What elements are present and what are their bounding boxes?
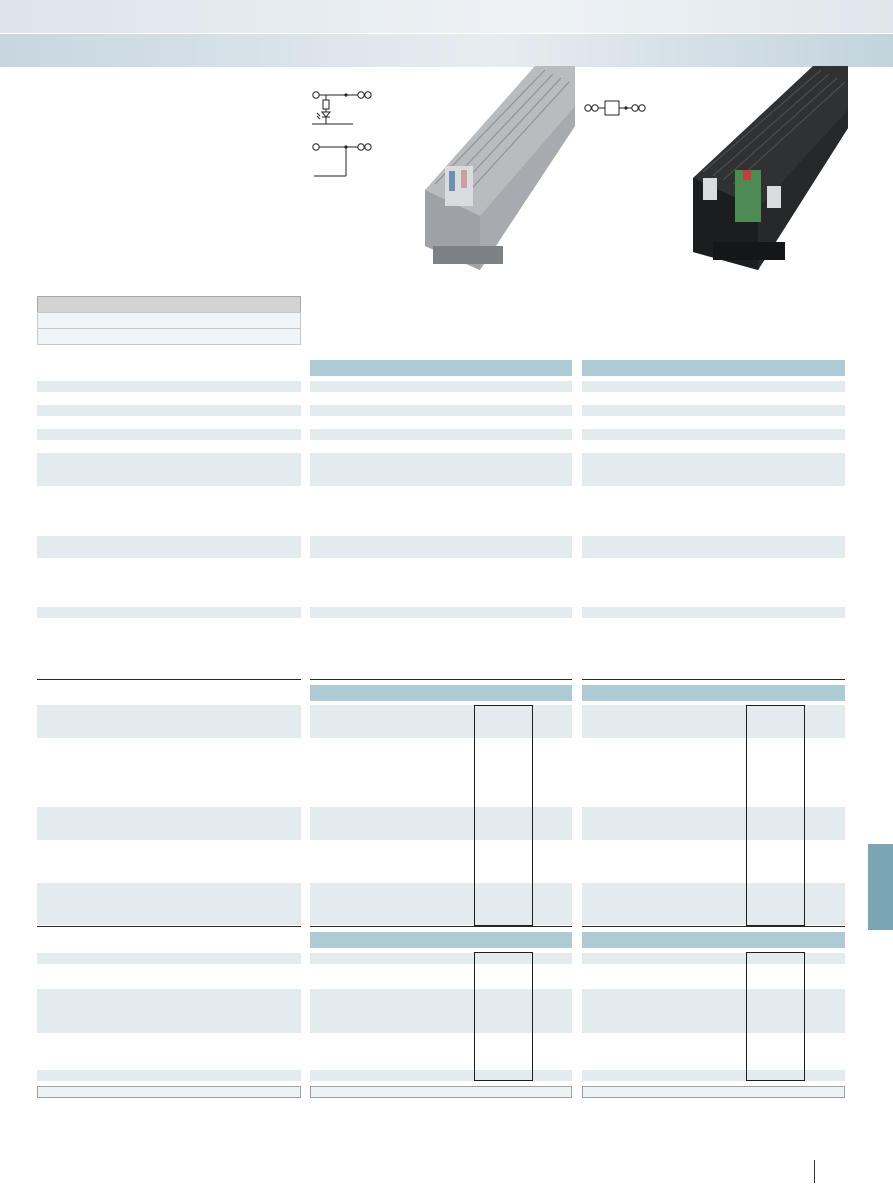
table-row — [310, 607, 572, 618]
table-row — [582, 1070, 845, 1081]
table-row — [310, 883, 572, 925]
table-row — [37, 607, 301, 618]
page-header-band — [0, 0, 893, 33]
section-divider — [582, 679, 845, 680]
table-row — [37, 453, 301, 486]
highlight-column-box — [746, 705, 805, 926]
table-row — [310, 989, 572, 1033]
table-footer — [310, 1086, 572, 1098]
highlight-column-box — [474, 705, 533, 926]
table-column-header — [310, 932, 572, 948]
table-row — [582, 453, 845, 486]
table-row — [582, 607, 845, 618]
section-divider — [37, 926, 301, 927]
circuit-diagram-icon — [306, 86, 384, 181]
table-row — [582, 953, 845, 964]
table-row — [37, 953, 301, 964]
highlight-column-box — [474, 952, 533, 1081]
table-row — [310, 536, 572, 558]
table-row — [37, 429, 301, 440]
selection-box-row — [37, 328, 301, 345]
table-row — [310, 705, 572, 738]
table-row — [37, 705, 301, 738]
table-row — [37, 989, 301, 1033]
table-row — [37, 405, 301, 416]
table-column-header — [582, 932, 845, 948]
table-row — [310, 1070, 572, 1081]
table-column-header — [310, 685, 572, 701]
table-row — [310, 381, 572, 392]
table-row — [582, 989, 845, 1033]
table-footer — [582, 1086, 845, 1098]
table-row — [310, 953, 572, 964]
selection-box-row — [37, 312, 301, 329]
table-footer — [37, 1086, 301, 1098]
section-divider — [310, 679, 572, 680]
table-column-header — [582, 360, 845, 376]
table-row — [37, 1070, 301, 1081]
table-row — [582, 705, 845, 738]
table-row — [582, 381, 845, 392]
table-row — [582, 883, 845, 925]
highlight-column-box — [746, 952, 805, 1081]
table-row — [37, 883, 301, 925]
table-row — [310, 807, 572, 840]
section-tab[interactable] — [868, 844, 893, 930]
table-row — [310, 405, 572, 416]
table-row — [37, 807, 301, 840]
circuit-diagram-icon — [580, 98, 650, 118]
page-subheader-band — [0, 33, 893, 67]
section-divider — [37, 679, 301, 680]
table-row — [37, 536, 301, 558]
table-row — [582, 429, 845, 440]
section-divider — [310, 926, 572, 927]
selection-box-header — [37, 296, 301, 313]
page-number-separator — [814, 1160, 815, 1183]
table-row — [310, 453, 572, 486]
table-column-header — [582, 685, 845, 701]
terminal-block-black-icon — [663, 66, 848, 270]
section-divider — [582, 926, 845, 927]
table-column-header — [310, 360, 572, 376]
table-row — [582, 405, 845, 416]
table-row — [37, 381, 301, 392]
table-row — [582, 807, 845, 840]
terminal-block-gray-icon — [385, 66, 575, 270]
table-row — [582, 536, 845, 558]
table-row — [310, 429, 572, 440]
